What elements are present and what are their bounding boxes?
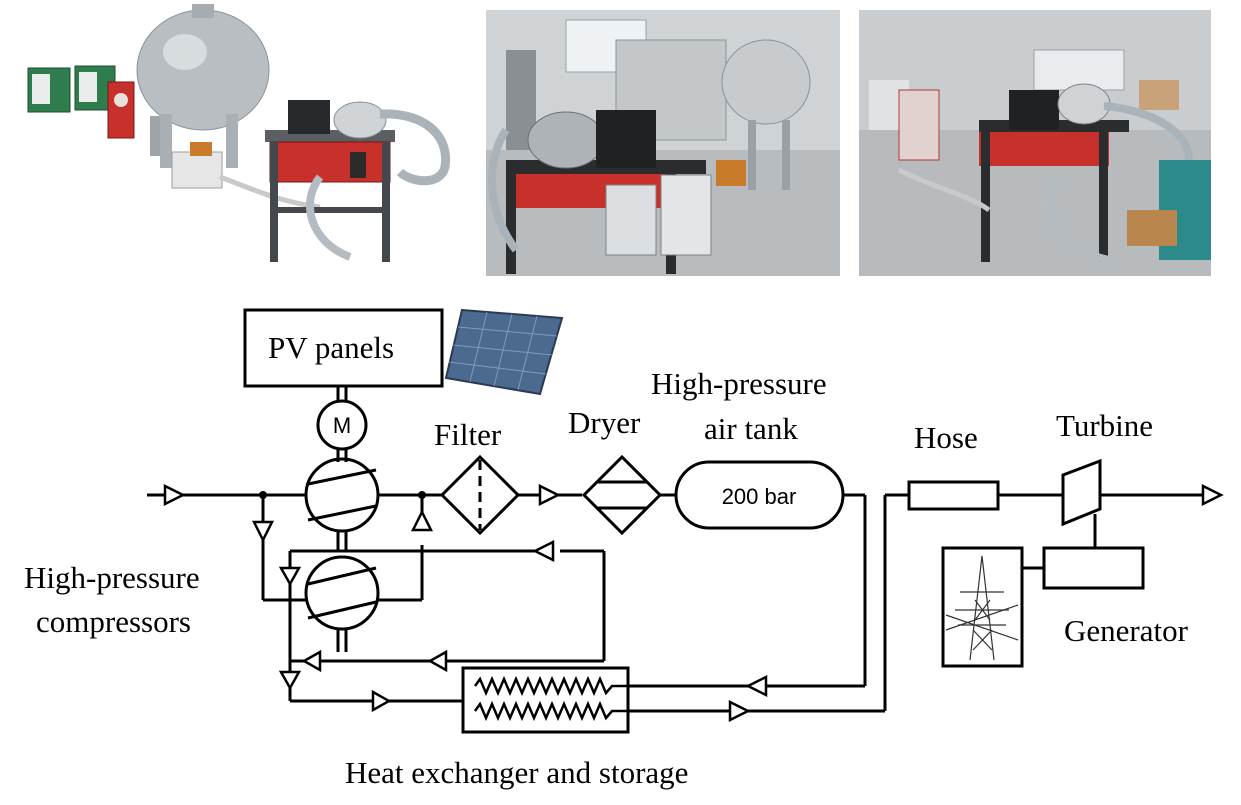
hose-label: Hose (914, 420, 978, 455)
left-arrow-icon (301, 649, 322, 673)
outlet-arrow-icon (1201, 483, 1224, 507)
compressor-1 (304, 457, 380, 533)
dryer-symbol (581, 454, 663, 536)
solar-panel-icon (444, 308, 564, 396)
dryer-label: Dryer (568, 405, 641, 440)
left-arrow-icon (745, 674, 768, 698)
compressor-2 (304, 555, 380, 631)
hose-symbol (907, 480, 1000, 511)
tank-label-line1: High-pressure (651, 366, 827, 401)
left-arrow-icon (532, 539, 555, 563)
up-arrow-icon (410, 509, 434, 532)
motor-label: M (333, 413, 351, 438)
tank-pressure-label: 200 bar (722, 484, 797, 509)
down-arrow-icon (278, 670, 302, 691)
compressors-label-line2: compressors (36, 604, 191, 639)
generator-label: Generator (1064, 613, 1189, 648)
filter-symbol (439, 454, 521, 536)
turbine-label: Turbine (1056, 408, 1153, 443)
down-arrow-icon (251, 520, 275, 543)
generator-box (1042, 546, 1145, 590)
power-tower-icon (945, 555, 1019, 661)
inlet-arrow-icon (163, 483, 186, 507)
pv-panels-label: PV panels (268, 330, 394, 365)
down-arrow-icon (278, 566, 302, 587)
filter-label: Filter (434, 417, 502, 452)
rendering-of-test-rig (20, 2, 465, 274)
test-rig-photo-side (859, 10, 1211, 276)
motor-symbol (316, 399, 368, 451)
tank-label-line2: air tank (704, 411, 798, 446)
flow-arrow-icon (538, 483, 561, 507)
test-rig-photo-front (486, 10, 840, 276)
pv-panels-box (243, 308, 444, 388)
left-arrow-icon (427, 649, 448, 673)
heat-exchanger-label: Heat exchanger and storage (345, 755, 688, 790)
heat-exchanger-box (461, 666, 630, 734)
compressors-label-line1: High-pressure (24, 560, 200, 595)
right-arrow-icon (371, 689, 392, 713)
grid-box (941, 546, 1024, 668)
turbine-symbol (1061, 458, 1102, 527)
right-arrow-icon (728, 699, 751, 723)
